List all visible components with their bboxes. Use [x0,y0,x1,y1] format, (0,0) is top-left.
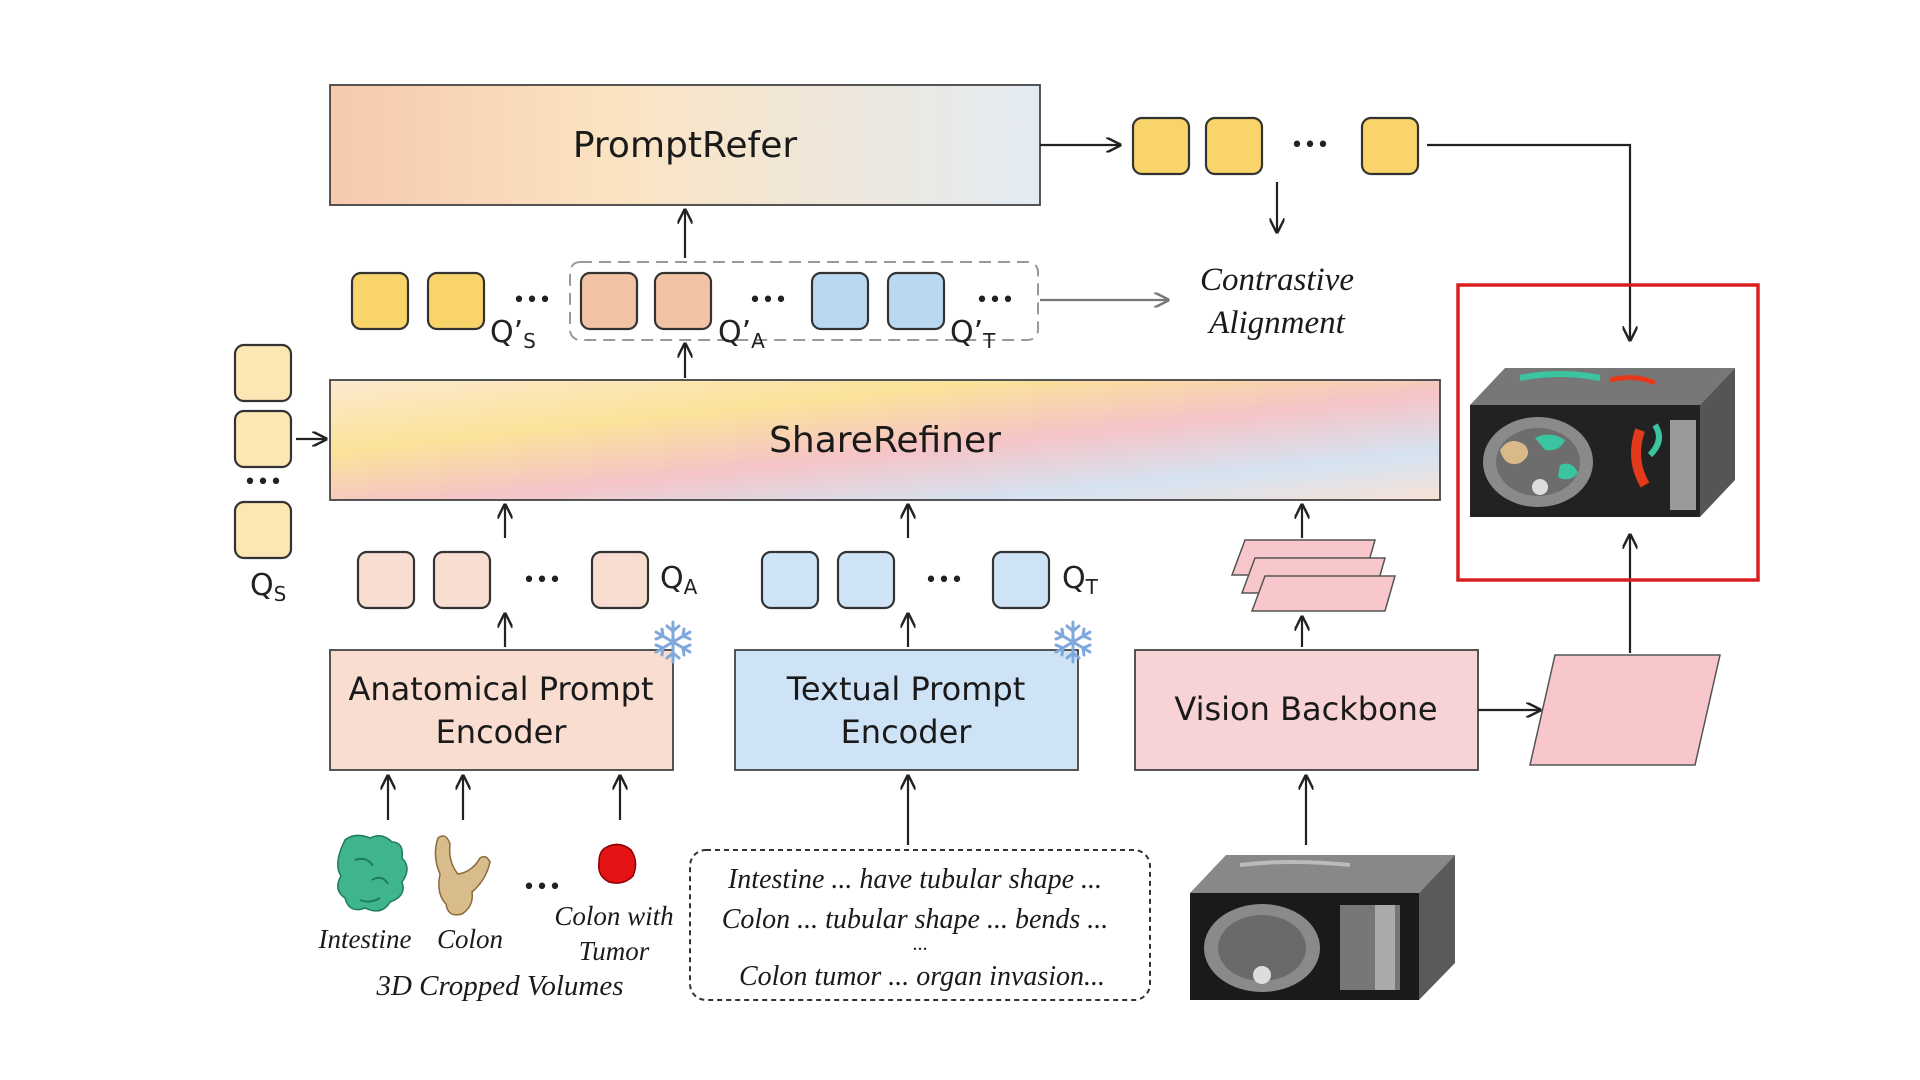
ellipsis: ••• [513,288,552,313]
textual-token [836,550,896,610]
qa-prime-label: Q’A [718,315,765,353]
intestine-label: Intestine [318,924,412,954]
contrastive-label-2: Alignment [1207,305,1345,341]
spatial-token [233,409,293,469]
ct-volume-image [1190,855,1455,1000]
ellipsis: ••• [244,470,283,495]
refined-spatial-token [350,271,410,331]
output-token [1360,116,1420,176]
refined-spatial-token [426,271,486,331]
tumor-label-2: Tumor [579,936,650,966]
colon-label: Colon [437,924,503,954]
snowflake-icon [654,620,692,664]
feature-map-stack [1230,539,1396,612]
pixel-feature-map [1529,654,1721,766]
anatomical-encoder-label-1: Anatomical Prompt [348,670,653,708]
output-token-row: ••• [1131,116,1420,176]
ellipsis: ••• [925,568,964,593]
prompt-refer-label: PromptRefer [573,125,798,166]
colon-mesh-image [434,835,491,916]
segmentation-output-image [1470,368,1735,517]
ellipsis: ••• [1291,133,1330,158]
textual-query-row: ••• QT [760,550,1099,610]
text-prompts-box: Intestine ... have tubular shape ... Col… [689,849,1151,1001]
intestine-mesh-image [337,834,408,912]
share-refiner-block: ShareRefiner [329,379,1441,501]
dashed-group-box [569,261,1039,341]
text-prompt-dots: ... [913,933,928,955]
output-token [1131,116,1191,176]
output-token [1204,116,1264,176]
textual-token [760,550,820,610]
textual-prompt-encoder: Textual Prompt Encoder [734,649,1079,771]
spatial-query-column: ••• QS [233,343,293,606]
qt-prime-label: Q’T [950,315,996,353]
refined-textual-token [886,271,946,331]
textual-encoder-label-1: Textual Prompt [786,670,1025,708]
output-highlight-box [1456,283,1760,582]
anatomical-token [356,550,416,610]
qs-prime-label: Q’S [490,315,536,353]
text-prompt-line-2: Colon ... tubular shape ... bends ... [722,904,1109,935]
spatial-token [233,500,293,560]
text-prompt-line-3: Colon tumor ... organ invasion... [739,961,1105,992]
prompt-refer-block: PromptRefer [329,84,1041,206]
vision-backbone-label: Vision Backbone [1174,690,1437,728]
qs-label: QS [250,568,286,606]
anatomical-query-row: ••• QA [356,550,698,610]
anatomical-prompt-encoder: Anatomical Prompt Encoder [329,649,674,771]
text-prompt-line-1: Intestine ... have tubular shape ... [727,864,1102,895]
ellipsis: ••• [976,288,1015,313]
tumor-label-1: Colon with [554,901,673,931]
refined-anatomical-token [579,271,639,331]
anatomical-encoder-label-2: Encoder [436,713,568,751]
ellipsis: ••• [523,568,562,593]
arrow-tokens-to-output [1427,143,1630,340]
ellipsis: ••• [749,288,788,313]
refined-anatomical-token [653,271,713,331]
tumor-mesh-image [597,843,637,884]
textual-encoder-label-2: Encoder [841,713,973,751]
textual-token [991,550,1051,610]
share-refiner-label: ShareRefiner [769,420,1001,461]
snowflake-icon [1054,620,1092,664]
refined-textual-token [810,271,870,331]
spatial-token [233,343,293,403]
ellipsis: ••• [523,875,562,900]
contrastive-label-1: Contrastive [1200,262,1354,298]
anatomical-token [590,550,650,610]
qt-label: QT [1062,561,1099,599]
qa-label: QA [660,561,698,599]
refined-query-row: ••• Q’S ••• Q’A ••• Q’T [350,261,1039,353]
anatomical-token [432,550,492,610]
volumes-caption: 3D Cropped Volumes [375,970,623,1002]
vision-backbone: Vision Backbone [1134,649,1479,771]
